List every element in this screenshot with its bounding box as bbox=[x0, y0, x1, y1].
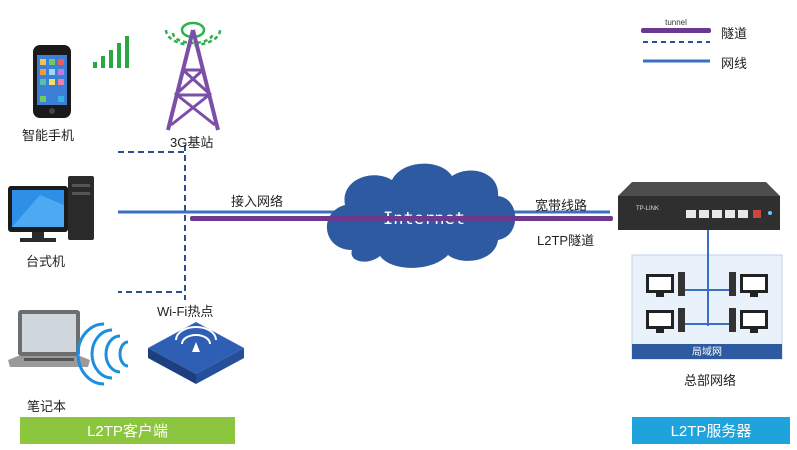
l2tp-client-bar: L2TP客户端 bbox=[20, 417, 235, 444]
hq-network-label: 总部网络 bbox=[684, 373, 737, 388]
broadband-line-label: 宽带线路 bbox=[535, 198, 588, 213]
smartphone-label: 智能手机 bbox=[22, 128, 75, 143]
wifi-hotspot-label: Wi-Fi热点 bbox=[157, 304, 214, 319]
signal-strength-icon bbox=[93, 36, 129, 68]
dashed-bracket-line bbox=[118, 151, 186, 293]
legend-tunnel-tag: tunnel bbox=[665, 18, 687, 27]
lan-pc-icon bbox=[646, 308, 685, 333]
desktop-computer-icon bbox=[8, 176, 94, 242]
desktop-label: 台式机 bbox=[26, 254, 66, 269]
wifi-waves-icon bbox=[76, 322, 129, 386]
internet-cloud: Internet bbox=[326, 163, 516, 268]
legend-tunnel-label: 隧道 bbox=[721, 26, 748, 41]
cloud-shape bbox=[326, 163, 516, 268]
router-brand-label: TP-LINK bbox=[636, 206, 659, 212]
lan-label: 局域网 bbox=[692, 345, 722, 358]
legend-tunnel-line bbox=[641, 28, 711, 33]
l2tp-tunnel-line bbox=[190, 216, 613, 221]
wifi-hotspot-icon bbox=[148, 322, 244, 384]
base-station-tower-icon bbox=[164, 21, 222, 131]
laptop-icon bbox=[8, 310, 90, 367]
smartphone-icon bbox=[33, 45, 71, 118]
lan-box: 局域网 bbox=[631, 230, 783, 360]
legend-network-line-label: 网线 bbox=[721, 56, 748, 71]
base-station-label: 3G基站 bbox=[170, 135, 214, 150]
lan-pc-icon bbox=[646, 272, 685, 297]
lan-pc-icon bbox=[729, 308, 768, 333]
access-network-label: 接入网络 bbox=[231, 194, 284, 209]
lan-pc-icon bbox=[729, 272, 768, 297]
l2tp-tunnel-label: L2TP隧道 bbox=[537, 233, 595, 248]
client-bracket bbox=[118, 145, 186, 300]
router-icon: TP-LINK bbox=[618, 182, 780, 230]
laptop-label: 笔记本 bbox=[27, 399, 67, 414]
legend: tunnel bbox=[641, 18, 711, 63]
l2tp-server-bar: L2TP服务器 bbox=[632, 417, 790, 444]
